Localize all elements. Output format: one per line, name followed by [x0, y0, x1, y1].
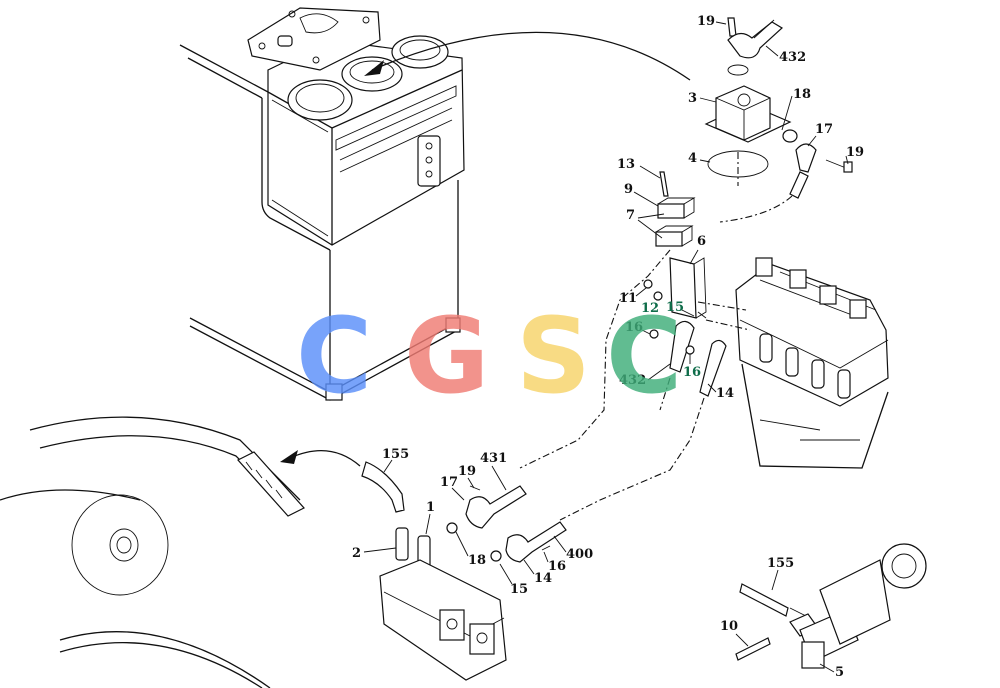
label-5: 5: [835, 665, 844, 680]
label-19a: 19: [697, 14, 715, 29]
label-2: 2: [352, 546, 361, 561]
label-19c: 19: [458, 464, 476, 479]
label-7: 7: [626, 208, 635, 223]
label-4: 4: [688, 151, 697, 166]
watermark-letter-3: S: [516, 295, 591, 417]
label-18a: 18: [793, 87, 811, 102]
label-432b: 432: [619, 373, 646, 388]
label-15a: 15: [666, 300, 684, 315]
watermark-letter-4: C: [606, 295, 682, 417]
callout-labels: 19 432 3 18 17 19 4 13 9 7 6 11 12 15 16…: [352, 14, 864, 680]
label-6: 6: [697, 234, 706, 249]
routing-arrow-decal: [289, 450, 361, 467]
routing-arrow-top-head: [364, 60, 384, 76]
chassis-panel: [0, 416, 361, 688]
watermark-letter-2: G: [404, 295, 489, 417]
label-10: 10: [720, 619, 738, 634]
label-16b: 16: [683, 365, 701, 380]
label-9: 9: [624, 182, 633, 197]
label-155b: 155: [767, 556, 794, 571]
bracket-assembly: [519, 171, 707, 469]
label-400: 400: [566, 547, 593, 562]
solenoid-assembly: [735, 543, 927, 669]
label-14a: 14: [716, 386, 734, 401]
label-1: 1: [426, 500, 435, 515]
routing-arrow-decal-head: [280, 450, 298, 464]
control-valve: [697, 257, 889, 469]
valve-hoses: [559, 279, 727, 521]
label-13: 13: [617, 157, 635, 172]
label-17a: 17: [815, 122, 833, 137]
label-18b: 18: [468, 553, 486, 568]
label-3: 3: [688, 91, 697, 106]
label-15b: 15: [510, 582, 528, 597]
label-17b: 17: [440, 475, 458, 490]
label-14b: 14: [534, 571, 552, 586]
label-19b: 19: [846, 145, 864, 160]
label-432a: 432: [779, 50, 806, 65]
watermark: C G S C: [296, 295, 682, 417]
label-155a: 155: [382, 447, 409, 462]
label-16a: 16: [625, 320, 643, 335]
label-431: 431: [480, 451, 507, 466]
watermark-letter-1: C: [296, 295, 372, 417]
routing-arrow-top: [371, 31, 691, 81]
label-11: 11: [619, 291, 637, 306]
label-16c: 16: [548, 559, 566, 574]
lower-valve-block: [361, 461, 567, 681]
filter-block-assembly: [704, 17, 853, 223]
label-12: 12: [641, 301, 659, 316]
hydraulic-tank: [179, 7, 465, 401]
